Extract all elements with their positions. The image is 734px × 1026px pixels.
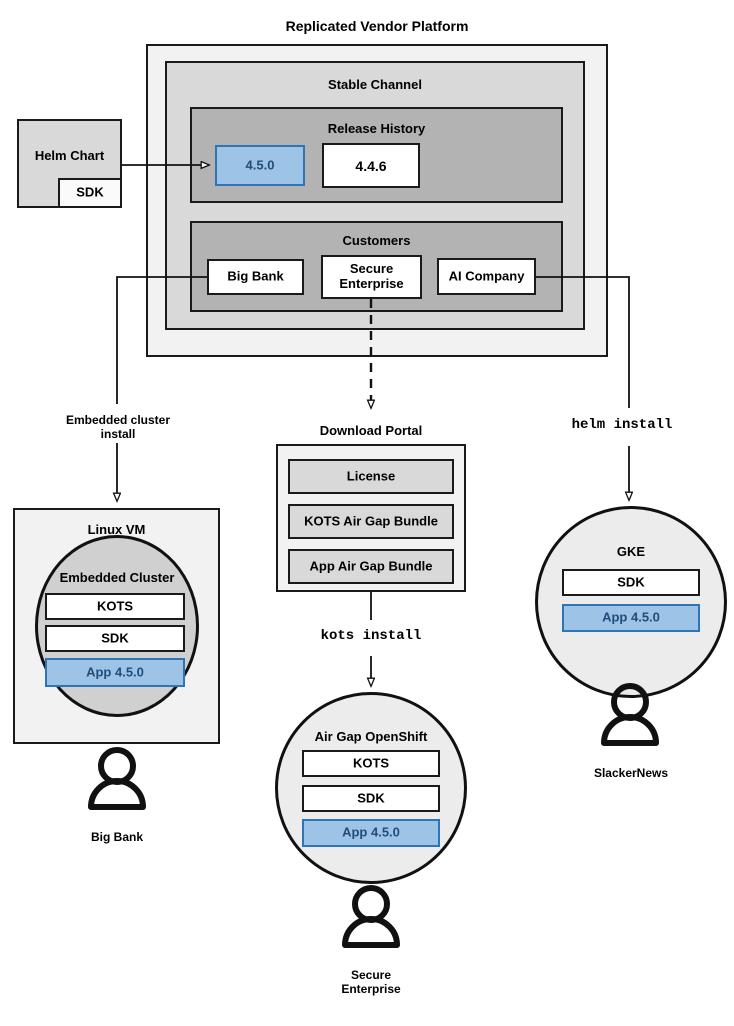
- gke-component-app[interactable]: App 4.5.0: [562, 604, 700, 632]
- customer-label: Secure Enterprise: [339, 261, 404, 291]
- release-4-4-6[interactable]: 4.4.6: [322, 143, 420, 188]
- linux-vm-component-kots[interactable]: KOTS: [45, 593, 185, 620]
- helm-chart-label: Helm Chart: [34, 148, 105, 163]
- openshift-component-kots[interactable]: KOTS: [302, 750, 440, 777]
- release-4-5-0[interactable]: 4.5.0: [215, 145, 305, 186]
- component-label: KOTS: [96, 598, 134, 614]
- component-label: KOTS: [352, 755, 390, 771]
- linux-vm-component-sdk[interactable]: SDK: [45, 625, 185, 652]
- air-gap-openshift-label: Air Gap OpenShift: [314, 729, 428, 744]
- release-version-label: 4.5.0: [245, 157, 275, 173]
- stable-channel-label: Stable Channel: [328, 77, 422, 92]
- download-portal-title: Download Portal: [319, 423, 423, 438]
- page-title: Replicated Vendor Platform: [285, 18, 469, 34]
- person-icon: [88, 747, 146, 810]
- component-label: App 4.5.0: [86, 664, 144, 680]
- artifact-label: License: [346, 468, 396, 484]
- person-icon: [342, 885, 400, 948]
- customer-ai-company[interactable]: AI Company: [437, 258, 536, 295]
- component-label: App 4.5.0: [342, 824, 400, 840]
- sdk-label: SDK: [76, 184, 104, 200]
- download-artifact-app-air-gap-bundle[interactable]: App Air Gap Bundle: [288, 549, 454, 584]
- openshift-component-sdk[interactable]: SDK: [302, 785, 440, 812]
- customers-label: Customers: [342, 233, 411, 248]
- download-artifact-kots-air-gap-bundle[interactable]: KOTS Air Gap Bundle: [288, 504, 454, 539]
- linux-vm-label: Linux VM: [87, 522, 146, 537]
- customer-big-bank[interactable]: Big Bank: [207, 259, 304, 295]
- helm-chart-sdk-box[interactable]: SDK: [58, 178, 122, 208]
- actor-label-slackernews: SlackerNews: [593, 766, 669, 780]
- release-history-label: Release History: [327, 121, 426, 136]
- gke-component-sdk[interactable]: SDK: [562, 569, 700, 596]
- embedded-cluster-label: Embedded Cluster: [59, 570, 175, 585]
- component-label: SDK: [617, 574, 645, 590]
- artifact-label: App Air Gap Bundle: [309, 558, 433, 574]
- download-artifact-license[interactable]: License: [288, 459, 454, 494]
- component-label: App 4.5.0: [602, 609, 660, 625]
- flow-label-kots-install: kots install: [320, 628, 422, 644]
- customer-label: Big Bank: [227, 268, 284, 284]
- customer-secure-enterprise[interactable]: Secure Enterprise: [321, 255, 422, 299]
- artifact-label: KOTS Air Gap Bundle: [304, 513, 438, 529]
- flow-label-helm-install: helm install: [571, 417, 673, 433]
- release-version-label: 4.4.6: [355, 157, 387, 174]
- flow-label-embedded-cluster-install: Embedded cluster install: [65, 413, 171, 442]
- actor-label-big-bank: Big Bank: [90, 830, 143, 844]
- gke-circle: GKE: [535, 506, 727, 698]
- component-label: SDK: [101, 630, 129, 646]
- customer-label: AI Company: [448, 268, 525, 284]
- actor-label-secure-enterprise: Secure Enterprise: [341, 968, 401, 997]
- linux-vm-component-app[interactable]: App 4.5.0: [45, 658, 185, 687]
- openshift-component-app[interactable]: App 4.5.0: [302, 819, 440, 847]
- gke-label: GKE: [616, 544, 646, 559]
- component-label: SDK: [357, 790, 385, 806]
